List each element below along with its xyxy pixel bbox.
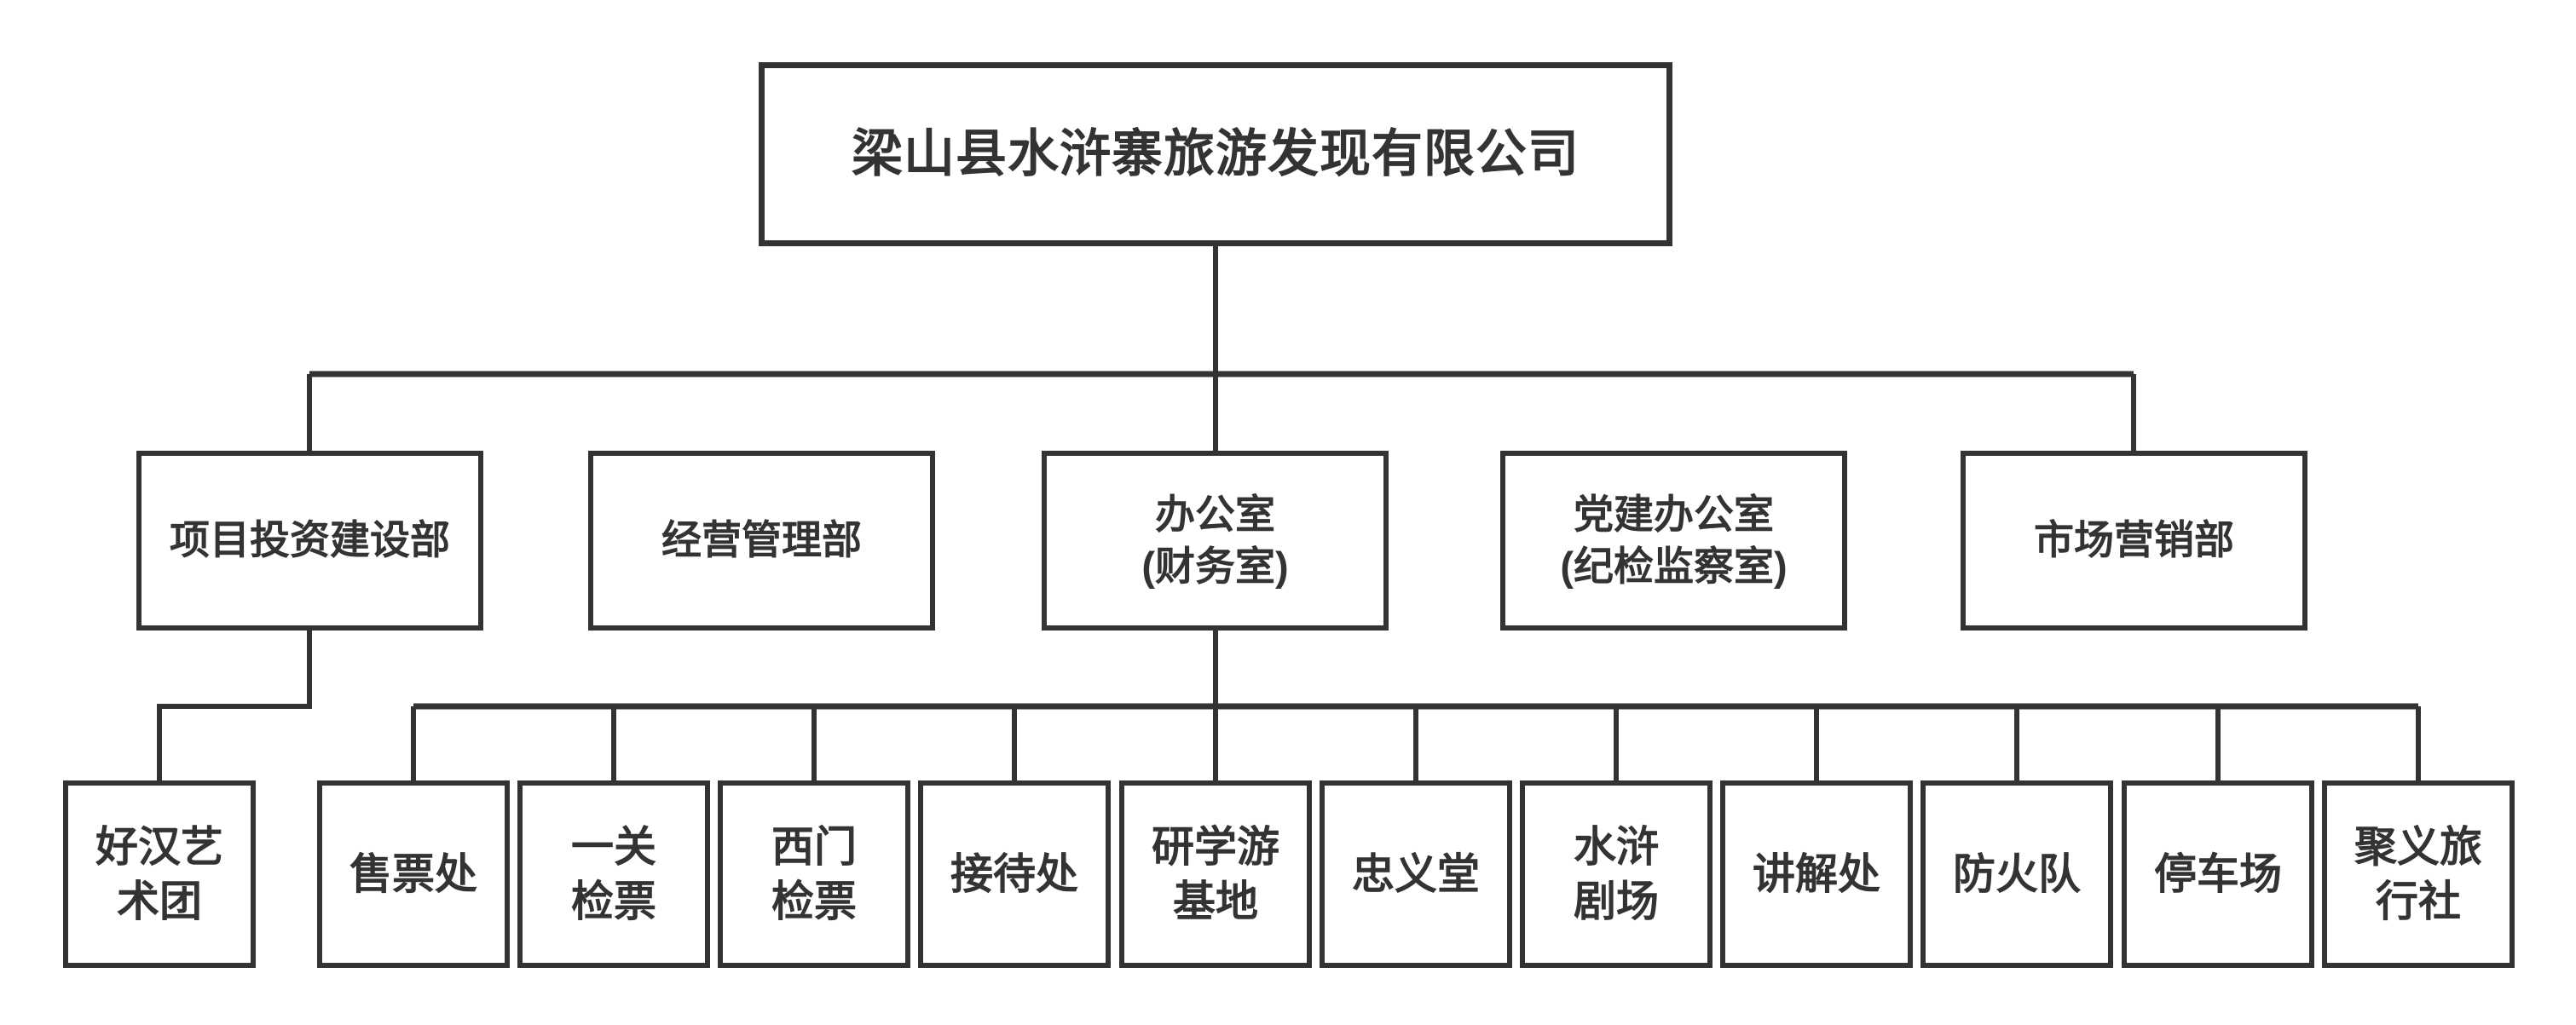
org-node-zhongyi-hall: 忠义堂 [1320, 780, 1512, 968]
org-node-parking-lot: 停车场 [2122, 780, 2314, 968]
connector-art-troupe-elbow [157, 631, 312, 780]
org-node-reception: 接待处 [918, 780, 1111, 968]
org-node-juyi-travel-agency: 聚义旅 行社 [2322, 780, 2515, 968]
org-node-operations-management-dept: 经营管理部 [588, 451, 935, 631]
org-node-party-building-office: 党建办公室 (纪检监察室) [1500, 451, 1847, 631]
org-node-office-finance: 办公室 (财务室) [1042, 451, 1389, 631]
org-node-west-gate-ticket-check: 西门 检票 [718, 780, 910, 968]
org-node-shuihu-theater: 水浒 剧场 [1520, 780, 1713, 968]
org-node-ticket-office: 售票处 [317, 780, 510, 968]
org-node-yiguan-ticket-check: 一关 检票 [517, 780, 710, 968]
org-node-project-investment-dept: 项目投资建设部 [136, 451, 483, 631]
org-node-fire-brigade: 防火队 [1920, 780, 2113, 968]
org-node-marketing-dept: 市场营销部 [1961, 451, 2307, 631]
org-node-haohan-art-troupe: 好汉艺 术团 [63, 780, 256, 968]
org-node-study-tour-base: 研学游 基地 [1119, 780, 1312, 968]
org-node-company-root: 梁山县水浒寨旅游发现有限公司 [759, 62, 1672, 246]
org-node-guide-office: 讲解处 [1720, 780, 1913, 968]
